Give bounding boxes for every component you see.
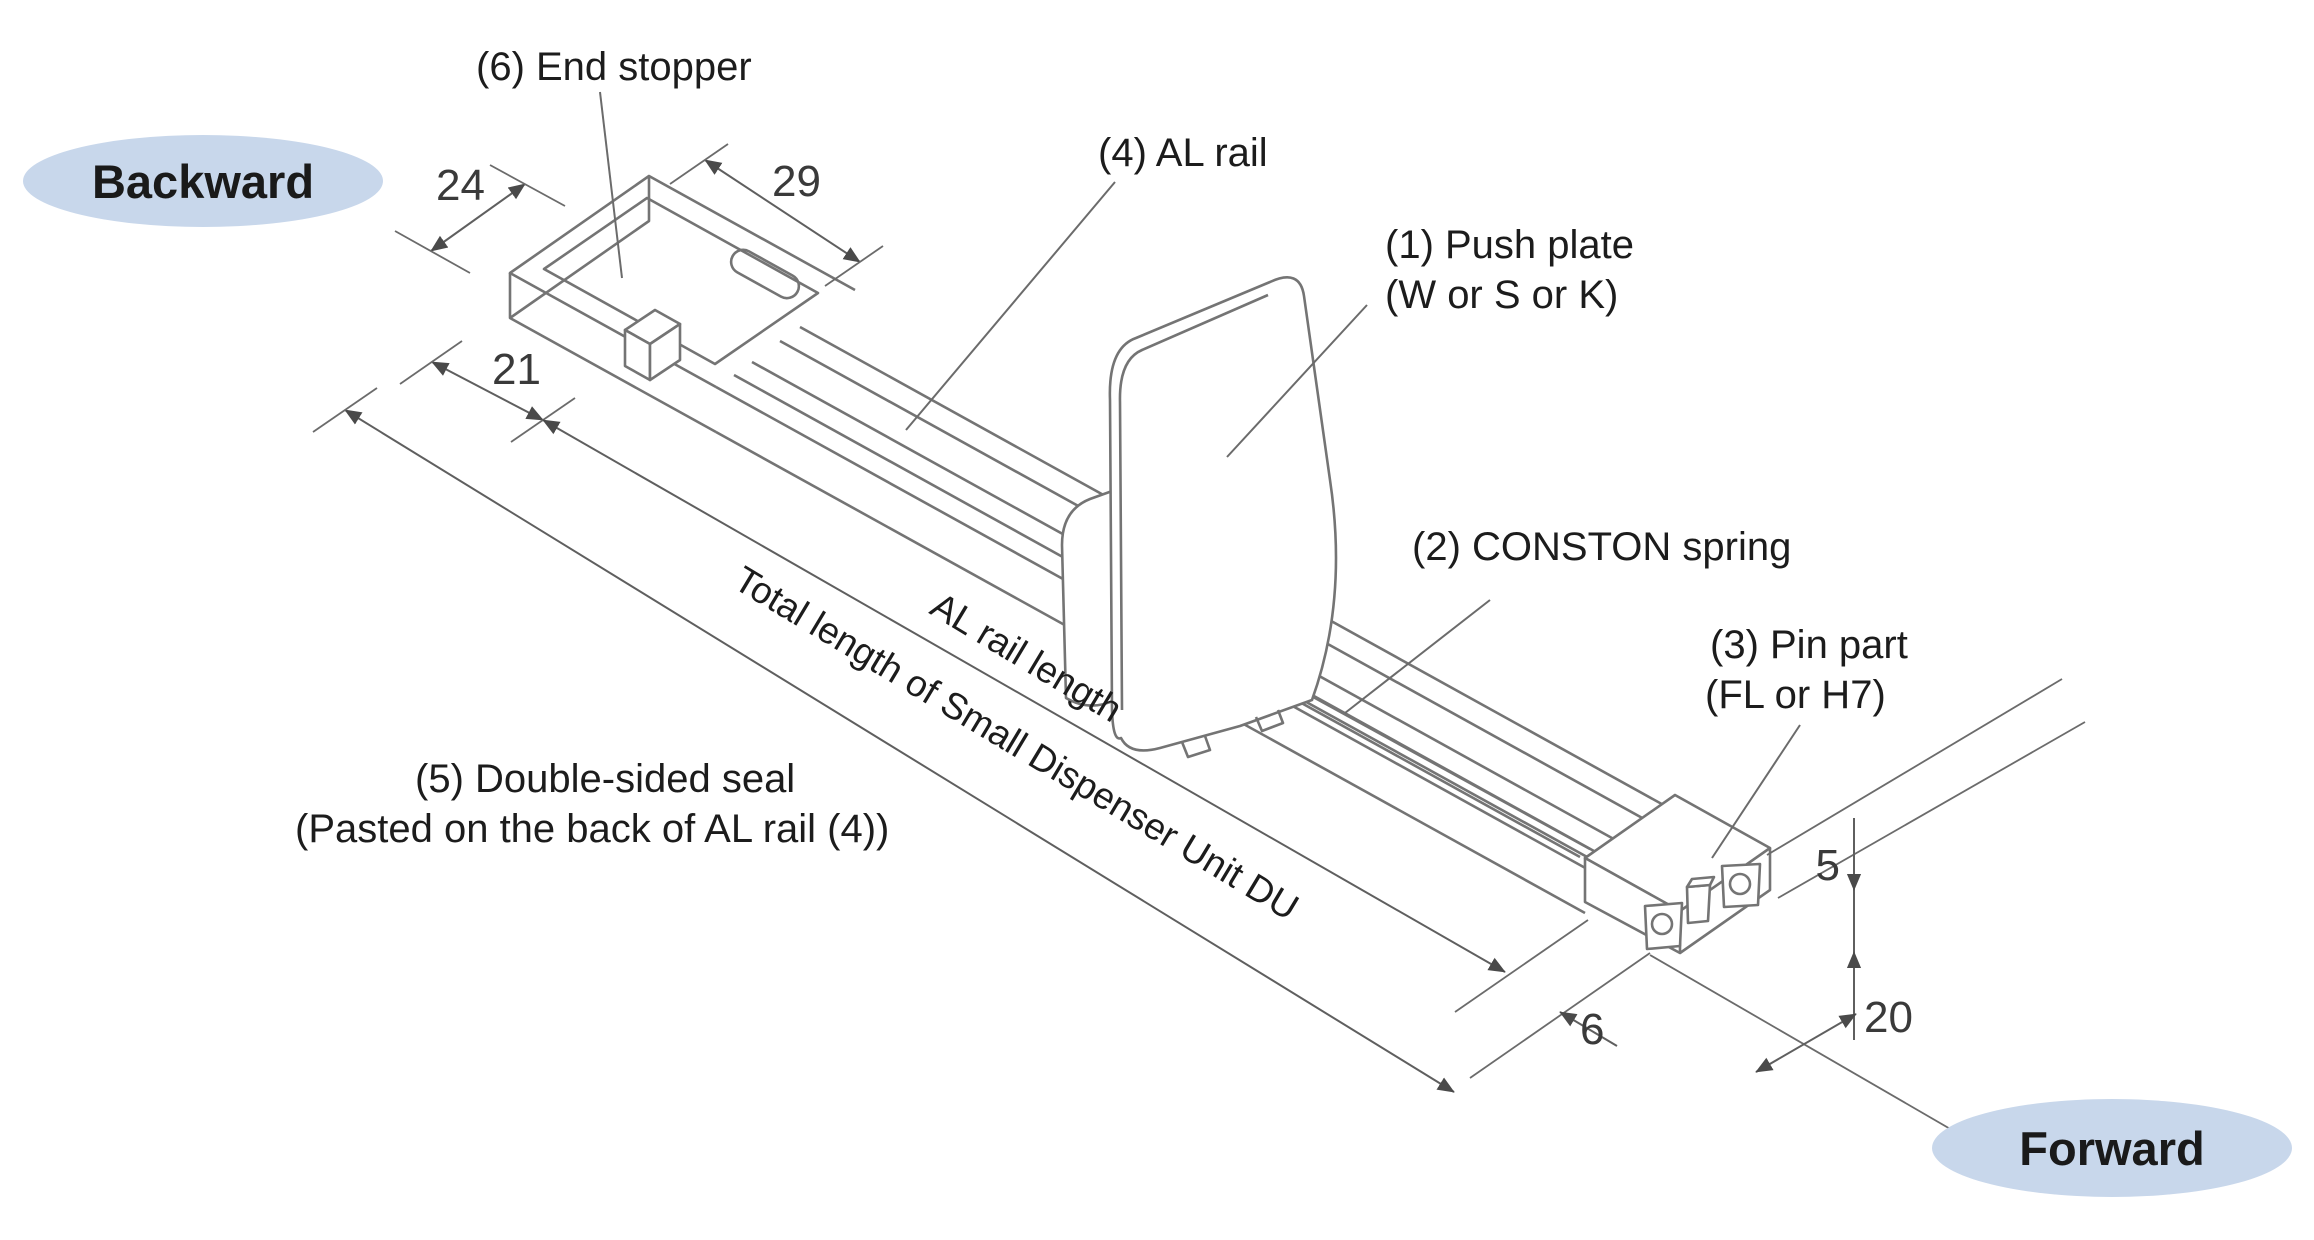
spring-line-3 xyxy=(1269,680,1599,865)
backward-bubble xyxy=(23,135,383,227)
dim-20-text: 20 xyxy=(1864,993,1913,1042)
al-rail-leader xyxy=(905,181,1116,431)
dimension-numbers: 24 29 21 6 5 20 xyxy=(436,157,1913,1054)
pin-hole-far xyxy=(1728,872,1752,896)
dim-line-20 xyxy=(1755,1013,1857,1073)
pin-part-label-line2: (FL or H7) xyxy=(1705,673,1886,717)
dim-line-24 xyxy=(430,183,526,252)
end-stopper-leader xyxy=(599,91,623,279)
dim-5-text: 5 xyxy=(1816,841,1840,890)
pin-part-drawing xyxy=(1583,793,1772,955)
pin-block-end-face xyxy=(1679,848,1772,955)
forward-bubble xyxy=(1932,1099,2292,1197)
dimension-lines xyxy=(312,143,2086,1153)
dim-21-ext-1 xyxy=(399,340,463,385)
push-plate-label-line1: (1) Push plate xyxy=(1385,223,1634,267)
dim-5-ext-bottom xyxy=(1777,721,2086,899)
dim-line-al-rail-length xyxy=(542,419,1506,973)
pin-cube-front xyxy=(1685,883,1712,925)
seal-label-line2: (Pasted on the back of AL rail (4)) xyxy=(295,807,889,851)
seal-label-line1: (5) Double-sided seal xyxy=(415,757,795,801)
dim-5-ext-top xyxy=(1766,678,2063,856)
end-stopper-label: (6) End stopper xyxy=(476,45,752,89)
dim-total-ext-1 xyxy=(312,387,378,433)
pin-cube-top xyxy=(1685,875,1716,889)
dim-6-ref-2 xyxy=(1469,952,1651,1079)
end-stopper-drawing xyxy=(508,174,856,434)
dim-24-text: 24 xyxy=(436,161,485,210)
pin-tab-near xyxy=(1643,901,1684,951)
pin-tab-far xyxy=(1720,862,1762,909)
dim-24-ext-2 xyxy=(489,164,566,207)
dim-24-ext-1 xyxy=(394,230,471,274)
backward-label: Backward xyxy=(92,155,314,208)
pin-hole-near xyxy=(1650,912,1674,936)
dim-6-tail xyxy=(1559,1011,1618,1047)
dim-21-text: 21 xyxy=(492,345,541,394)
dim-29-ext-2 xyxy=(824,245,884,287)
tray-back-face xyxy=(509,176,651,320)
conston-spring-label: (2) CONSTON spring xyxy=(1412,525,1791,569)
al-rail-label: (4) AL rail xyxy=(1098,131,1268,175)
pin-part-leader xyxy=(1711,724,1801,859)
dim-29-ext-1 xyxy=(669,143,729,185)
side-block-side xyxy=(648,322,682,382)
push-plate-label-line2: (W or S or K) xyxy=(1385,273,1618,317)
dim-6-text: 6 xyxy=(1580,1005,1604,1054)
text-labels: (6) End stopper (4) AL rail (1) Push pla… xyxy=(295,45,1908,928)
direction-bubbles: Backward Forward xyxy=(23,135,2292,1197)
dim-6-ref-1 xyxy=(1454,919,1589,1013)
forward-label: Forward xyxy=(2019,1122,2204,1175)
dim-29-text: 29 xyxy=(772,157,821,206)
pin-part-label-line1: (3) Pin part xyxy=(1710,623,1908,667)
dim-20-ext-tip xyxy=(1649,954,1991,1153)
dim-line-29 xyxy=(704,159,861,263)
push-plate-inner-line xyxy=(1118,293,1269,711)
dim-line-total-length xyxy=(344,409,1455,1093)
